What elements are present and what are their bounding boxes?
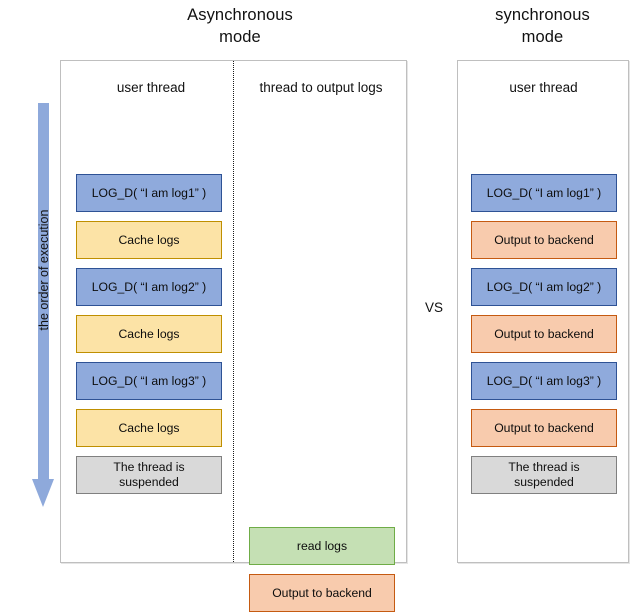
async-output-thread-header: thread to output logs	[259, 80, 383, 95]
arrow-shaft	[38, 103, 49, 481]
sync-step-log1[interactable]: LOG_D( “I am log1” )	[471, 174, 617, 212]
sync-step-output-to-backend-3[interactable]: Output to backend	[471, 409, 617, 447]
async-step-thread-suspended[interactable]: The thread is suspended	[76, 456, 222, 494]
vs-label: VS	[424, 300, 443, 315]
sync-step-output-to-backend-1[interactable]: Output to backend	[471, 221, 617, 259]
sync-step-thread-suspended[interactable]: The thread is suspended	[471, 456, 617, 494]
execution-order-arrow: the order of execution	[16, 103, 60, 509]
diagram-canvas: Asynchronous mode synchronous mode the o…	[16, 6, 629, 612]
arrow-head-icon	[32, 479, 54, 507]
sync-step-output-to-backend-2[interactable]: Output to backend	[471, 315, 617, 353]
execution-order-label: the order of execution	[37, 209, 51, 331]
async-step-log1[interactable]: LOG_D( “I am log1” )	[76, 174, 222, 212]
async-step-cache-logs-3[interactable]: Cache logs	[76, 409, 222, 447]
async-user-thread-header: user thread	[116, 80, 186, 95]
async-step-cache-logs-2[interactable]: Cache logs	[76, 315, 222, 353]
async-mode-title: Asynchronous mode	[187, 6, 293, 46]
thread-divider	[233, 61, 234, 562]
async-panel: user thread thread to output logs LOG_D(…	[60, 60, 407, 612]
async-step-output-to-backend[interactable]: Output to backend	[249, 574, 395, 612]
sync-step-log3[interactable]: LOG_D( “I am log3” )	[471, 362, 617, 400]
sync-panel: user thread LOG_D( “I am log1” ) Output …	[457, 60, 629, 563]
async-step-cache-logs-1[interactable]: Cache logs	[76, 221, 222, 259]
sync-mode-title: synchronous mode	[495, 6, 590, 46]
async-step-read-logs[interactable]: read logs	[249, 527, 395, 565]
async-step-log3[interactable]: LOG_D( “I am log3” )	[76, 362, 222, 400]
sync-step-log2[interactable]: LOG_D( “I am log2” )	[471, 268, 617, 306]
sync-user-thread-header: user thread	[509, 80, 578, 95]
async-step-log2[interactable]: LOG_D( “I am log2” )	[76, 268, 222, 306]
